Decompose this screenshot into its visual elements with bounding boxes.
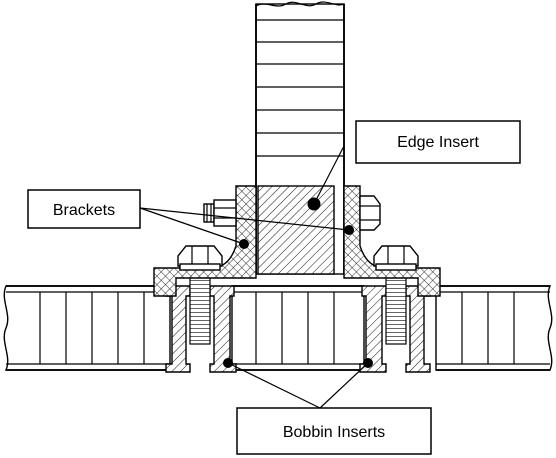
bolt-right-shank — [385, 267, 407, 345]
brackets-label: Brackets — [53, 202, 115, 219]
bobbin-insert-left-inner — [209, 285, 237, 373]
bobbin-inserts-callout: Bobbin Inserts — [223, 358, 432, 455]
horizontal-panel-right — [435, 285, 553, 371]
edge-insert-label: Edge Insert — [397, 134, 479, 151]
horizontal-panel-center — [231, 285, 365, 371]
hex-nut-left — [177, 245, 223, 271]
brackets-callout: Brackets — [27, 189, 354, 249]
bobbin-inserts-label: Bobbin Inserts — [283, 424, 385, 441]
hex-nut-right — [373, 245, 419, 271]
edge-insert-block — [257, 185, 335, 275]
cross-bolt — [203, 195, 381, 231]
bobbin-insert-right-outer — [405, 285, 431, 373]
horizontal-panel-left — [3, 285, 171, 371]
edge-insert-callout: Edge Insert — [307, 120, 521, 211]
bolt-left-shank — [189, 267, 211, 345]
